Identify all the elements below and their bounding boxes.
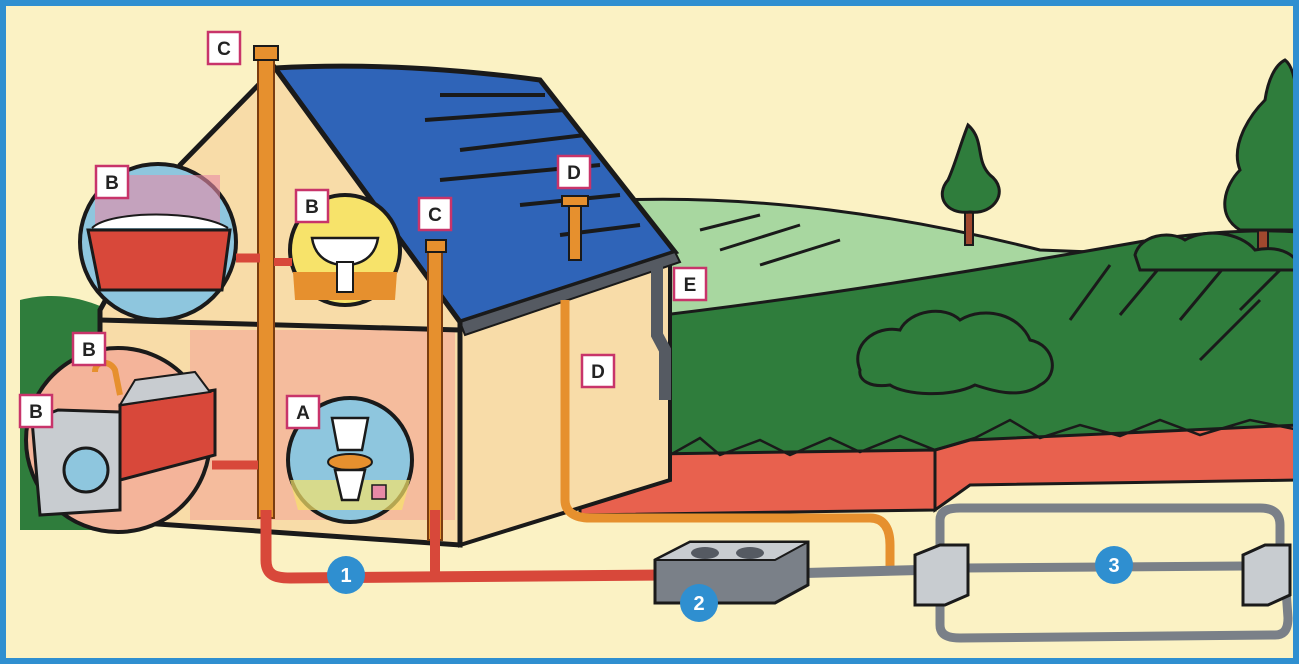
septic-tank-icon: [653, 540, 810, 605]
badge-1-house-drain: 1: [327, 556, 365, 594]
badge-3-drain-field: 3: [1095, 546, 1133, 584]
exterior-vent-pipe: [560, 300, 895, 570]
tree-icon: [940, 122, 1001, 246]
svg-text:C: C: [428, 205, 442, 226]
svg-text:2: 2: [693, 593, 704, 615]
svg-text:1: 1: [340, 565, 351, 587]
roof-gutter: [458, 250, 682, 337]
label-b-kitchen-sink: B: [71, 331, 107, 367]
label-b-washbasin: B: [294, 188, 330, 224]
label-a-toilet: A: [285, 394, 321, 430]
svg-text:C: C: [217, 39, 231, 60]
svg-text:D: D: [591, 362, 605, 383]
svg-text:B: B: [105, 173, 119, 194]
bush-icon: [1133, 231, 1299, 272]
label-d-roof-vent: D: [556, 154, 592, 190]
svg-text:B: B: [82, 340, 96, 361]
label-e-downspout: E: [672, 266, 708, 302]
label-b-bathtub: B: [94, 164, 130, 200]
svg-text:D: D: [567, 163, 581, 184]
svg-text:B: B: [305, 197, 319, 218]
bathtub-icon: [78, 162, 260, 322]
svg-text:A: A: [296, 403, 310, 424]
svg-text:B: B: [29, 402, 43, 423]
svg-text:3: 3: [1108, 555, 1119, 577]
main-drain-pipe: [260, 510, 666, 584]
svg-text:E: E: [684, 275, 697, 296]
outlet-pipe: [804, 565, 921, 578]
washing-machine-icon: [30, 408, 122, 517]
roof-vent-icon: [561, 195, 589, 261]
label-d-exterior-vent: D: [580, 353, 616, 389]
downspout-icon: [651, 265, 671, 400]
label-c-vent: C: [417, 196, 453, 232]
label-b-washing-machine: B: [18, 393, 54, 429]
badge-2-septic-tank: 2: [680, 584, 718, 622]
label-c-chimney: C: [206, 30, 242, 66]
bush-icon: [856, 309, 1054, 396]
